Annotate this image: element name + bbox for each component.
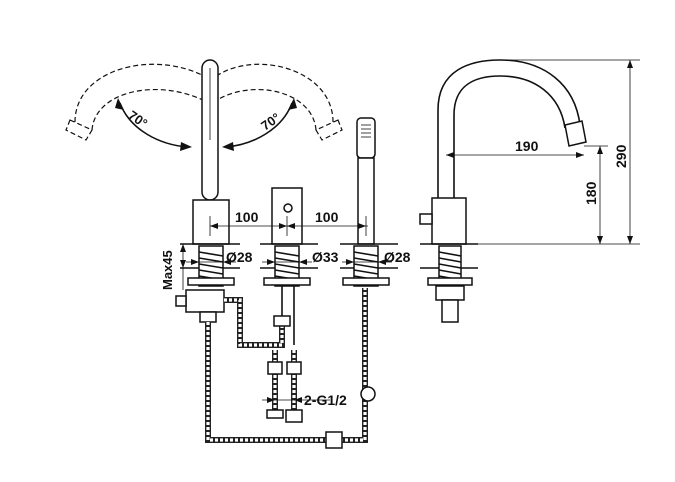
dimension-max-thickness: Max45 <box>160 244 186 290</box>
spout-front-view: 70° 70° <box>65 59 343 245</box>
swivel-arc-right-inner <box>216 88 317 131</box>
total-height-label: 290 <box>613 144 629 168</box>
diameter-right: Ø28 <box>384 249 411 265</box>
spout-height-label: 180 <box>583 181 599 205</box>
nut-middle <box>263 277 311 286</box>
nut-right <box>342 277 390 286</box>
threaded-shanks <box>187 245 390 287</box>
angle-label-right: 70° <box>258 110 283 134</box>
diameter-left: Ø28 <box>226 249 253 265</box>
hose-coupling <box>325 431 343 449</box>
hose-handshower <box>340 288 368 443</box>
rotation-arrow-left <box>119 102 189 148</box>
arrowhead <box>222 142 234 151</box>
diameter-middle: Ø33 <box>312 249 339 265</box>
check-valve <box>360 386 376 402</box>
arrowhead <box>180 142 192 151</box>
mixer-lever <box>283 203 293 213</box>
diameter-labels: Ø28 Ø33 Ø28 <box>186 249 411 265</box>
spacing-label-right: 100 <box>315 209 339 225</box>
max-thickness-label: Max45 <box>160 250 175 290</box>
spout-end-left <box>65 119 93 141</box>
spacing-label-left: 100 <box>235 209 259 225</box>
side-body <box>431 197 467 245</box>
side-view: 190 180 290 <box>419 59 640 323</box>
spout-base <box>192 199 230 245</box>
spout-arc-inner <box>453 75 566 225</box>
spout-end-right <box>315 119 343 141</box>
nut-left <box>187 277 235 286</box>
arrowhead <box>288 98 297 110</box>
supply-connector <box>285 409 303 423</box>
diverter-block <box>185 289 225 313</box>
thread-label: 2-G1/2 <box>304 392 347 408</box>
side-tail <box>441 299 459 323</box>
reach-label: 190 <box>515 138 539 154</box>
plumbing: 2-G1/2 <box>175 286 376 449</box>
dimension-spacing: 100 100 <box>209 209 368 236</box>
angle-label-left: 70° <box>126 107 151 131</box>
swivel-arc-right <box>217 63 334 123</box>
spout-outlet <box>564 120 587 147</box>
rotation-arrow-right <box>225 102 293 148</box>
handshower-front-view <box>356 117 376 245</box>
side-knob <box>419 213 433 225</box>
handshower-head <box>356 117 376 159</box>
hose-spout-lower <box>205 322 328 443</box>
arrowhead <box>115 98 124 110</box>
swivel-arc-left-inner <box>91 88 204 131</box>
swivel-arc-left <box>74 63 203 123</box>
